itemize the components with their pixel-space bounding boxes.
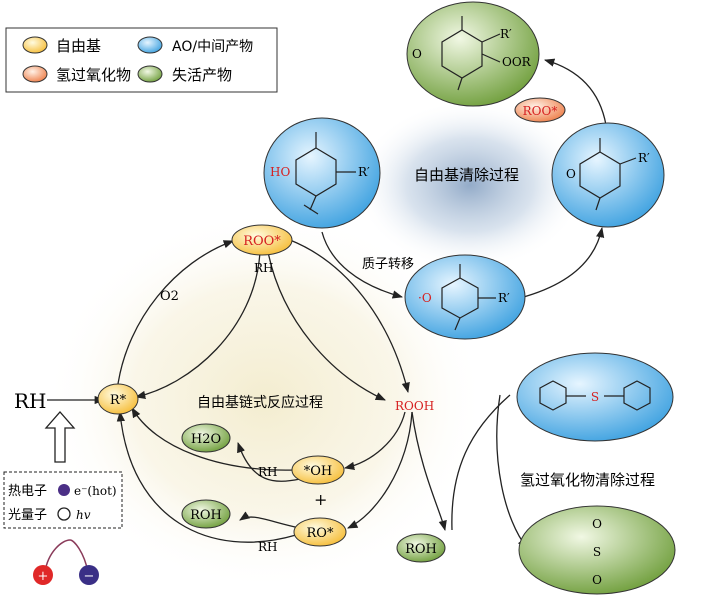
plus-sign: +	[314, 490, 327, 509]
node-ro-radical	[293, 517, 347, 547]
roh-left-label: ROH	[190, 508, 222, 523]
activation-arrow	[44, 411, 76, 463]
node-roo-radical	[231, 224, 293, 256]
sulfoxide-o-top: O	[592, 517, 602, 531]
hole-icon	[33, 565, 53, 585]
electron-sign: −	[84, 569, 95, 584]
legend-label-hydroperoxide: 氢过氧化物	[56, 66, 131, 84]
arrow-rooh-to-ro	[347, 411, 413, 529]
proton-transfer-label: 质子转移	[362, 257, 414, 272]
arrow-quinone-to-peroxide	[544, 58, 607, 126]
phenoxyl-r-prime: R′	[498, 291, 510, 305]
node-r-radical	[97, 383, 139, 415]
r-radical-label: R*	[110, 393, 127, 408]
roh-bottom-label: ROH	[405, 542, 437, 557]
hot-electron-label: 热电子	[8, 484, 47, 499]
photon-symbol: hv	[76, 508, 91, 522]
arrow-ro-to-roh	[239, 511, 301, 529]
roo-scavenging-label: ROO*	[523, 104, 558, 118]
photon-icon	[57, 507, 71, 521]
sulfide-s-label: S	[591, 390, 599, 404]
arrow-roo-to-r	[134, 251, 261, 400]
sulfide-ring-left	[539, 380, 567, 411]
arrow-ro-to-r	[116, 410, 297, 543]
sulfoxide-o-bottom: O	[592, 573, 602, 587]
sulfide-ring-right	[623, 380, 651, 411]
sulfoxide-node: O S O	[518, 505, 676, 595]
photon-label: 光量子	[8, 508, 47, 523]
chain-glow	[45, 210, 485, 590]
legend-label-intermediate: AO/中间产物	[172, 39, 253, 55]
legend-swatch-hydroperoxide	[22, 65, 48, 83]
peroxide-oor-label: OOR	[502, 55, 532, 69]
chain-arrows	[47, 58, 607, 549]
rooh-label: ROOH	[395, 399, 434, 413]
node-roh-left	[181, 499, 231, 529]
legend-swatch-radical	[22, 36, 48, 54]
rh-ro-label: RH	[258, 540, 278, 554]
peroxide-title: 氢过氧化物清除过程	[520, 471, 655, 489]
peroxide-o-label: O	[412, 47, 422, 61]
arrow-roo-to-rooh-outer	[289, 239, 410, 394]
rh-oh-label: RH	[258, 465, 278, 479]
hot-electron-symbol: e⁻(hot)	[74, 484, 117, 498]
arrow-radical-to-quinone	[519, 226, 605, 299]
phenol-ho-label: HO	[270, 165, 290, 179]
phenol-r-prime: R′	[358, 165, 370, 179]
activation-box: 热电子 e⁻(hot) 光量子 hv	[3, 471, 123, 529]
arrow-oh-to-r	[131, 407, 296, 471]
peroxide-r-prime: R′	[500, 27, 512, 41]
sulfoxide-s: S	[593, 545, 601, 559]
hole-sign: +	[38, 569, 49, 584]
phenoxyl-o-label: ·O	[418, 291, 432, 305]
o2-label: O2	[160, 289, 179, 304]
legend-label-radical: 自由基	[56, 37, 101, 55]
legend-label-inactive: 失活产物	[172, 66, 232, 84]
scavenging-title: 自由基清除过程	[414, 166, 519, 184]
roo-radical-label: ROO*	[243, 234, 281, 249]
legend-swatch-intermediate	[137, 36, 163, 54]
quinone-r-prime: R′	[638, 151, 650, 165]
node-oh-radical	[291, 455, 345, 485]
arrow-rooh-to-roh	[411, 411, 447, 532]
arrow-phenol-to-radical	[321, 231, 404, 299]
arrow-to-sulfoxide	[496, 394, 528, 549]
oh-radical-label: *OH	[304, 464, 333, 479]
node-h2o	[181, 423, 231, 453]
phenol-node: HO R′	[263, 117, 381, 229]
legend-swatch-inactive	[137, 65, 163, 83]
rh-input: RH	[14, 389, 47, 413]
scavenging-cloud	[355, 100, 585, 270]
node-roh-bottom	[396, 533, 446, 563]
hot-electron-icon	[58, 484, 70, 496]
node-roo-scavenging	[514, 97, 566, 123]
peroxide-product-node: O R′ OOR	[406, 1, 540, 107]
arrow-oh-to-h2o	[237, 442, 301, 482]
h2o-label: H2O	[191, 432, 221, 447]
rh-top-label: RH	[254, 261, 274, 275]
legend-box	[5, 27, 278, 93]
quinone-node: O R′	[551, 122, 665, 228]
arrow-roo-to-rooh	[267, 251, 386, 401]
chain-title: 自由基链式反应过程	[197, 394, 323, 411]
arrow-sulfide-branch	[451, 394, 511, 531]
electron-icon	[79, 565, 99, 585]
sulfide-node: S	[516, 352, 674, 442]
legend: 自由基 AO/中间产物 氢过氧化物 失活产物	[5, 27, 278, 93]
quinone-o-label: O	[566, 167, 576, 181]
ro-radical-label: RO*	[307, 526, 334, 541]
arrow-rooh-to-oh	[343, 411, 406, 471]
phenoxyl-node: ·O R′	[404, 254, 526, 340]
arrow-r-to-roo	[117, 240, 234, 385]
